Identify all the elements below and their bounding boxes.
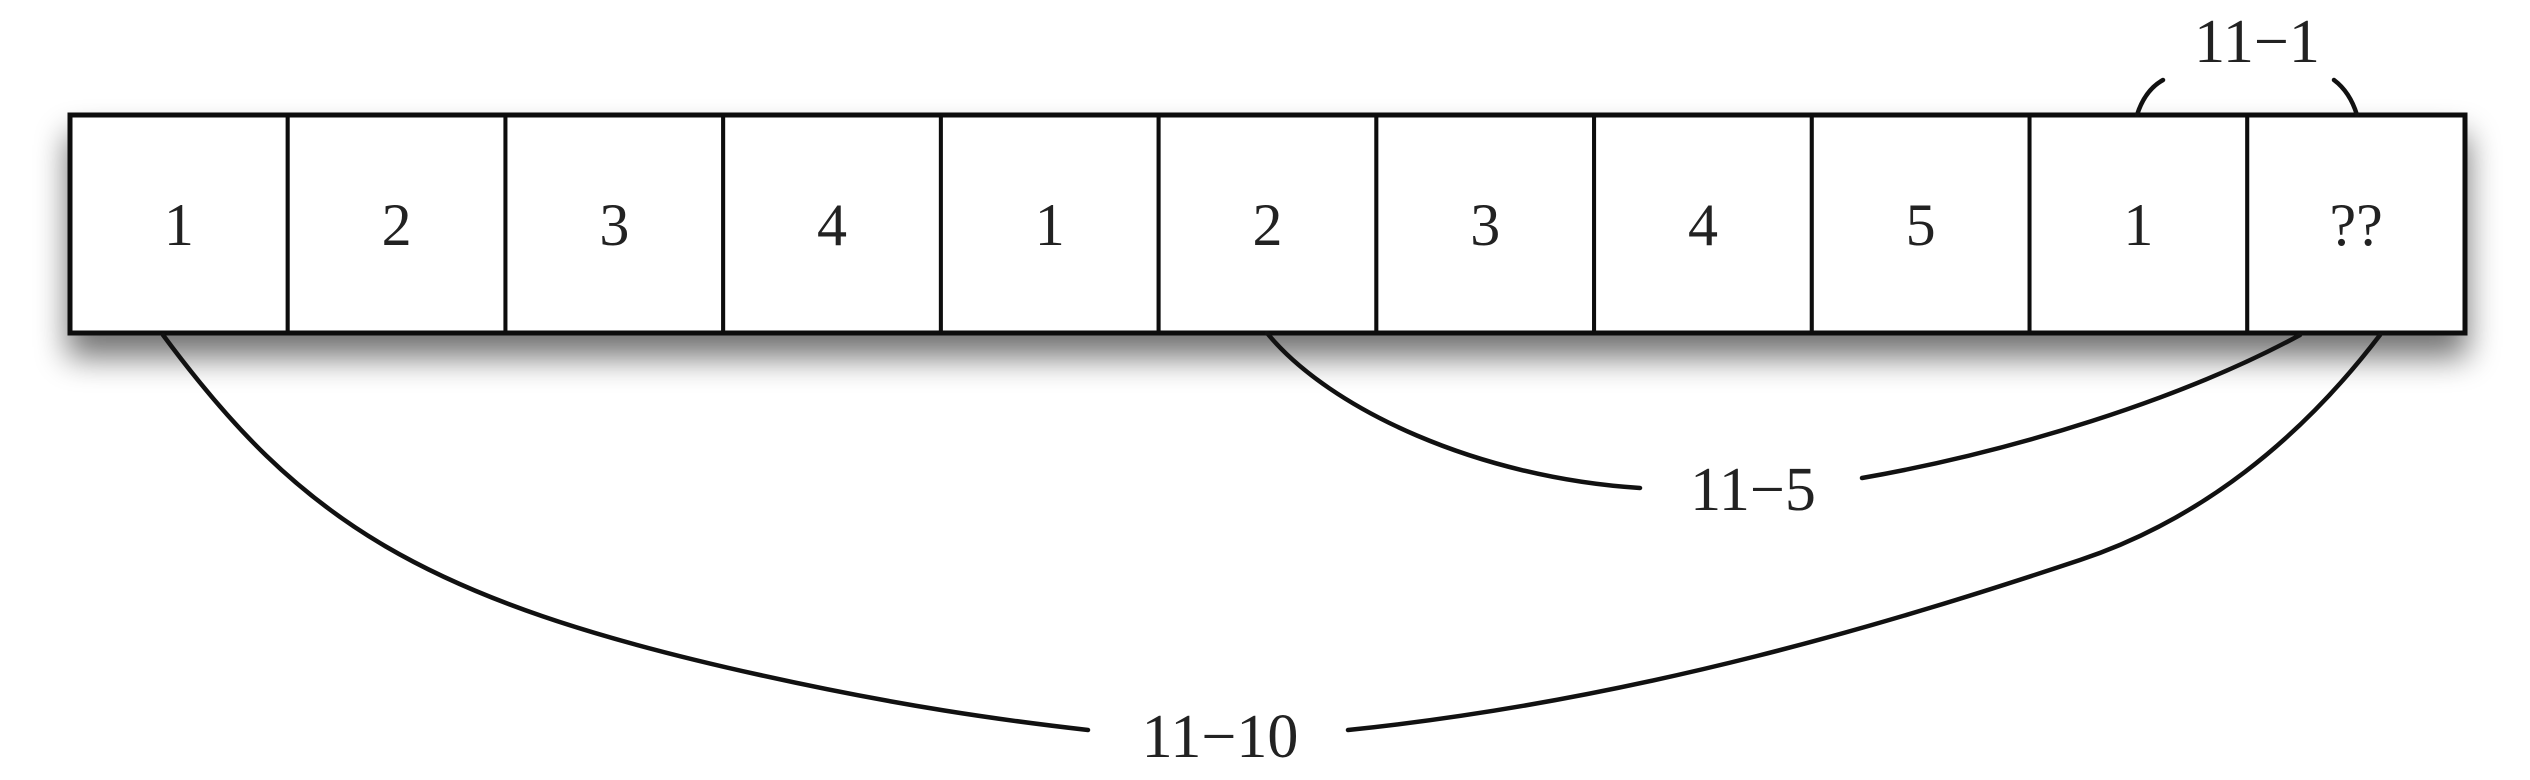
arc-label-11-minus-5: 11−5 bbox=[1690, 456, 1816, 524]
arc-11-minus-5-left bbox=[1264, 330, 1643, 491]
sequence-cell-value: 2 bbox=[382, 192, 412, 258]
arc-11-minus-10-right bbox=[1345, 332, 2383, 733]
sequence-cell-box bbox=[1592, 113, 1814, 335]
sequence-cell-box bbox=[68, 113, 290, 335]
sequence-cell-box bbox=[285, 113, 508, 335]
arc-11-minus-1-left bbox=[2134, 77, 2166, 118]
arc-label-11-minus-10: 11−10 bbox=[1142, 703, 1299, 771]
sequence-cell-value: 3 bbox=[599, 192, 629, 258]
sequence-strip: 1 2 3 4 1 2 3 4 5 1?? bbox=[67, 112, 2468, 336]
sequence-cell-value: ?? bbox=[2330, 192, 2383, 258]
sequence-cell-value: 1 bbox=[164, 192, 194, 258]
sequence-cell-box bbox=[1156, 113, 1379, 335]
sequence-cell-value: 4 bbox=[1688, 192, 1718, 258]
sequence-cell-box bbox=[2027, 113, 2250, 335]
sequence-cell-value: 5 bbox=[1906, 192, 1936, 258]
sequence-cell-value: 3 bbox=[1470, 192, 1500, 258]
sequence-cell-value: 4 bbox=[817, 192, 847, 258]
sequence-cell-value: 1 bbox=[2123, 192, 2153, 258]
arc-label-11-minus-1: 11−1 bbox=[2194, 8, 2320, 76]
sequence-cell-value: 2 bbox=[1253, 192, 1283, 258]
arc-11-minus-1-right bbox=[2331, 77, 2360, 118]
arc-11-minus-5-right bbox=[1859, 332, 2303, 481]
connection-arcs bbox=[160, 77, 2383, 733]
arc-11-minus-10-left bbox=[160, 332, 1091, 733]
sequence-cell-value: 1 bbox=[1035, 192, 1065, 258]
